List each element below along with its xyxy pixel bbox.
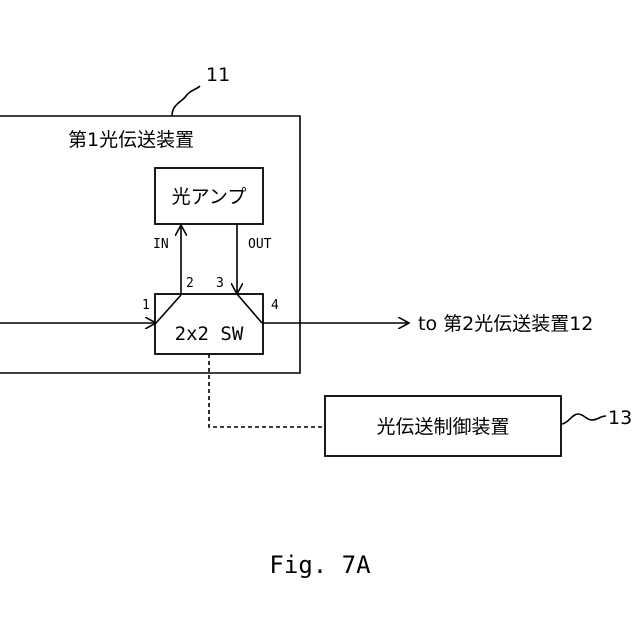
device1-title: 第1光伝送装置 [68, 129, 194, 151]
amp-out-label: OUT [248, 237, 272, 252]
port-4-label: 4 [271, 298, 279, 313]
port-3-label: 3 [216, 276, 224, 291]
port-1-label: 1 [142, 298, 150, 313]
output-label: to 第2光伝送装置12 [418, 313, 593, 335]
optical-amp-label: 光アンプ [172, 186, 247, 208]
control-link [209, 354, 325, 427]
controller-label: 光伝送制御装置 [376, 416, 509, 438]
device1-ref-leader [172, 86, 200, 116]
controller-ref-label: 13 [608, 407, 632, 429]
amp-in-label: IN [153, 237, 169, 252]
controller-ref-leader [561, 414, 606, 424]
figure-caption: Fig. 7A [269, 551, 371, 579]
port-2-label: 2 [186, 276, 194, 291]
switch-label: 2x2 SW [175, 323, 244, 345]
device1-ref-label: 11 [206, 64, 230, 86]
